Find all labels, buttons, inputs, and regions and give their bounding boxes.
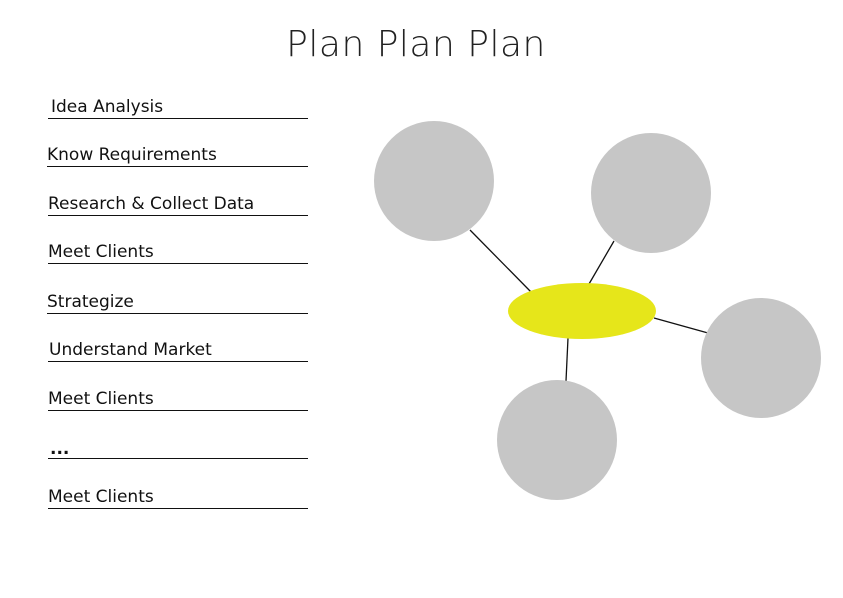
page-title: Plan Plan Plan bbox=[286, 24, 546, 65]
list-item-label: Research & Collect Data bbox=[48, 194, 255, 214]
list-item-label: ... bbox=[50, 439, 70, 459]
list-item-label: Meet Clients bbox=[48, 389, 154, 409]
list-item: Know Requirements bbox=[47, 144, 308, 167]
list-item-label: Meet Clients bbox=[48, 487, 154, 507]
list-item: Meet Clients bbox=[48, 388, 308, 411]
list-item: Meet Clients bbox=[48, 241, 308, 264]
list-item-label: Meet Clients bbox=[48, 242, 154, 262]
connector-line bbox=[588, 240, 615, 285]
list-item-label: Know Requirements bbox=[47, 145, 217, 165]
list-item: Idea Analysis bbox=[48, 96, 308, 119]
plan-list: Idea Analysis Know Requirements Research… bbox=[0, 0, 330, 598]
node-circle bbox=[374, 121, 494, 241]
list-item-label: Understand Market bbox=[49, 340, 212, 360]
list-item: Meet Clients bbox=[48, 486, 308, 509]
list-item: ... bbox=[48, 436, 308, 459]
node-circle bbox=[701, 298, 821, 418]
center-node bbox=[508, 283, 656, 339]
connector-line bbox=[565, 337, 569, 382]
list-item: Research & Collect Data bbox=[48, 193, 308, 216]
list-item: Understand Market bbox=[48, 339, 308, 362]
node-circle bbox=[497, 380, 617, 500]
connector-line bbox=[653, 317, 709, 334]
list-item-label: Strategize bbox=[47, 292, 134, 312]
connector-line bbox=[469, 229, 533, 294]
list-item: Strategize bbox=[47, 291, 308, 314]
list-item-label: Idea Analysis bbox=[51, 97, 164, 117]
node-circle bbox=[591, 133, 711, 253]
